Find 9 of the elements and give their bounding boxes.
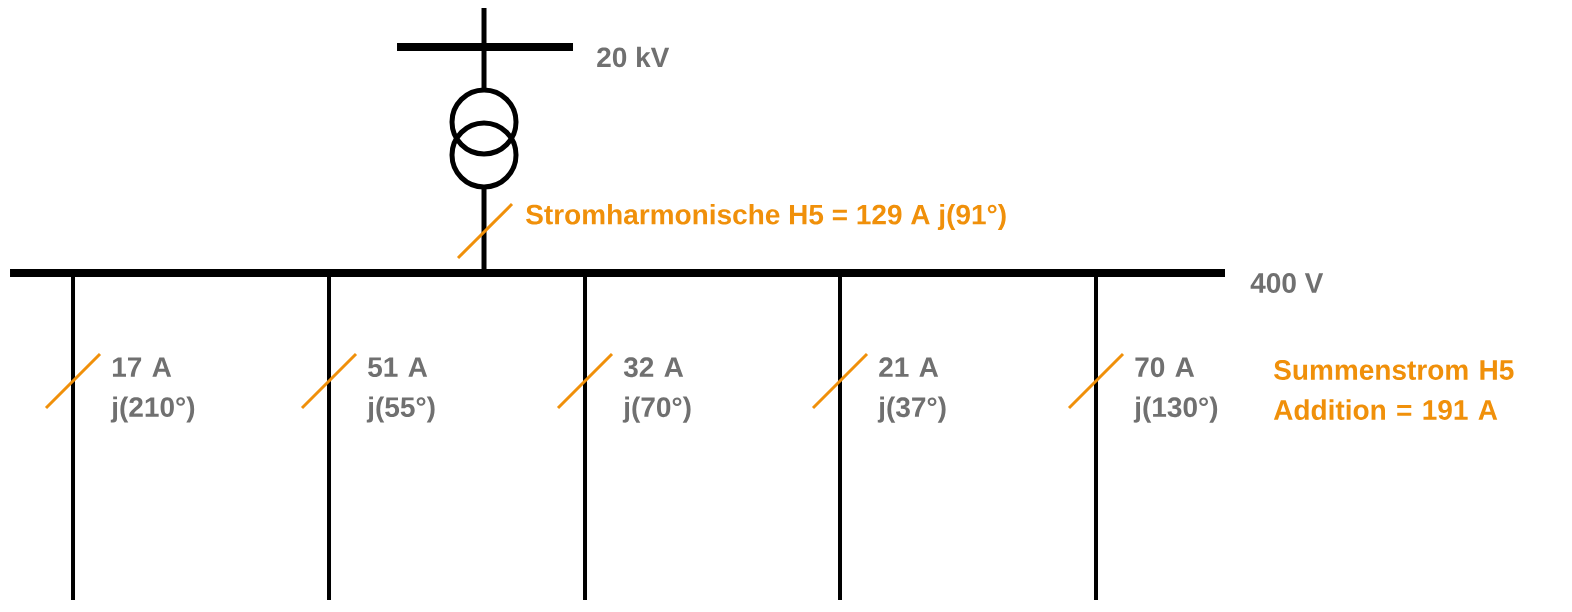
sum-current-label: Summenstrom H5 Addition = 191 A [1273, 360, 1514, 420]
feeder-current-label: 21 A j(37°) [877, 357, 946, 423]
voltage-label: 20 kV [597, 46, 670, 68]
feeder-current-label: 51 A j(55°) [366, 357, 435, 423]
harmonic-current-label: Stromharmonische H5 = 129 A j(91°) [526, 203, 1006, 231]
feeder-current-label: 32 A j(70°) [622, 357, 691, 423]
feeder-current-label: 70 A j(130°) [1133, 357, 1218, 423]
voltage-label: 400 V [1250, 273, 1324, 293]
feeder-current-label: 17 A j(210°) [110, 357, 195, 423]
